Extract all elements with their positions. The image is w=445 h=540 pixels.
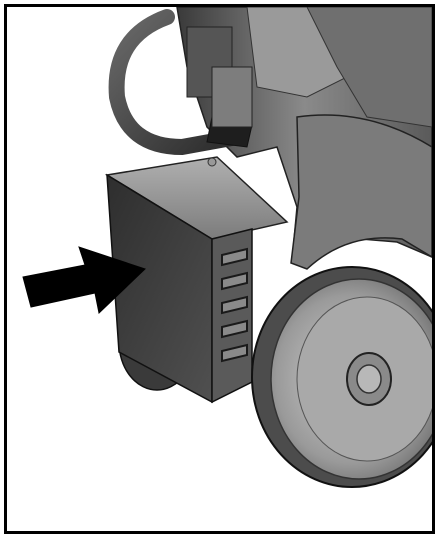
arrow-right-icon: [22, 246, 146, 314]
machine-fender: [290, 114, 432, 270]
box-vents: [221, 247, 248, 363]
machine-column: [306, 7, 432, 128]
front-wheel: [251, 266, 432, 488]
box-top-screw: [207, 157, 217, 167]
machine-illustration: [22, 7, 432, 488]
mechanism-plate: [211, 66, 253, 128]
figure-frame: [4, 4, 435, 534]
handle-loop: [108, 9, 245, 156]
